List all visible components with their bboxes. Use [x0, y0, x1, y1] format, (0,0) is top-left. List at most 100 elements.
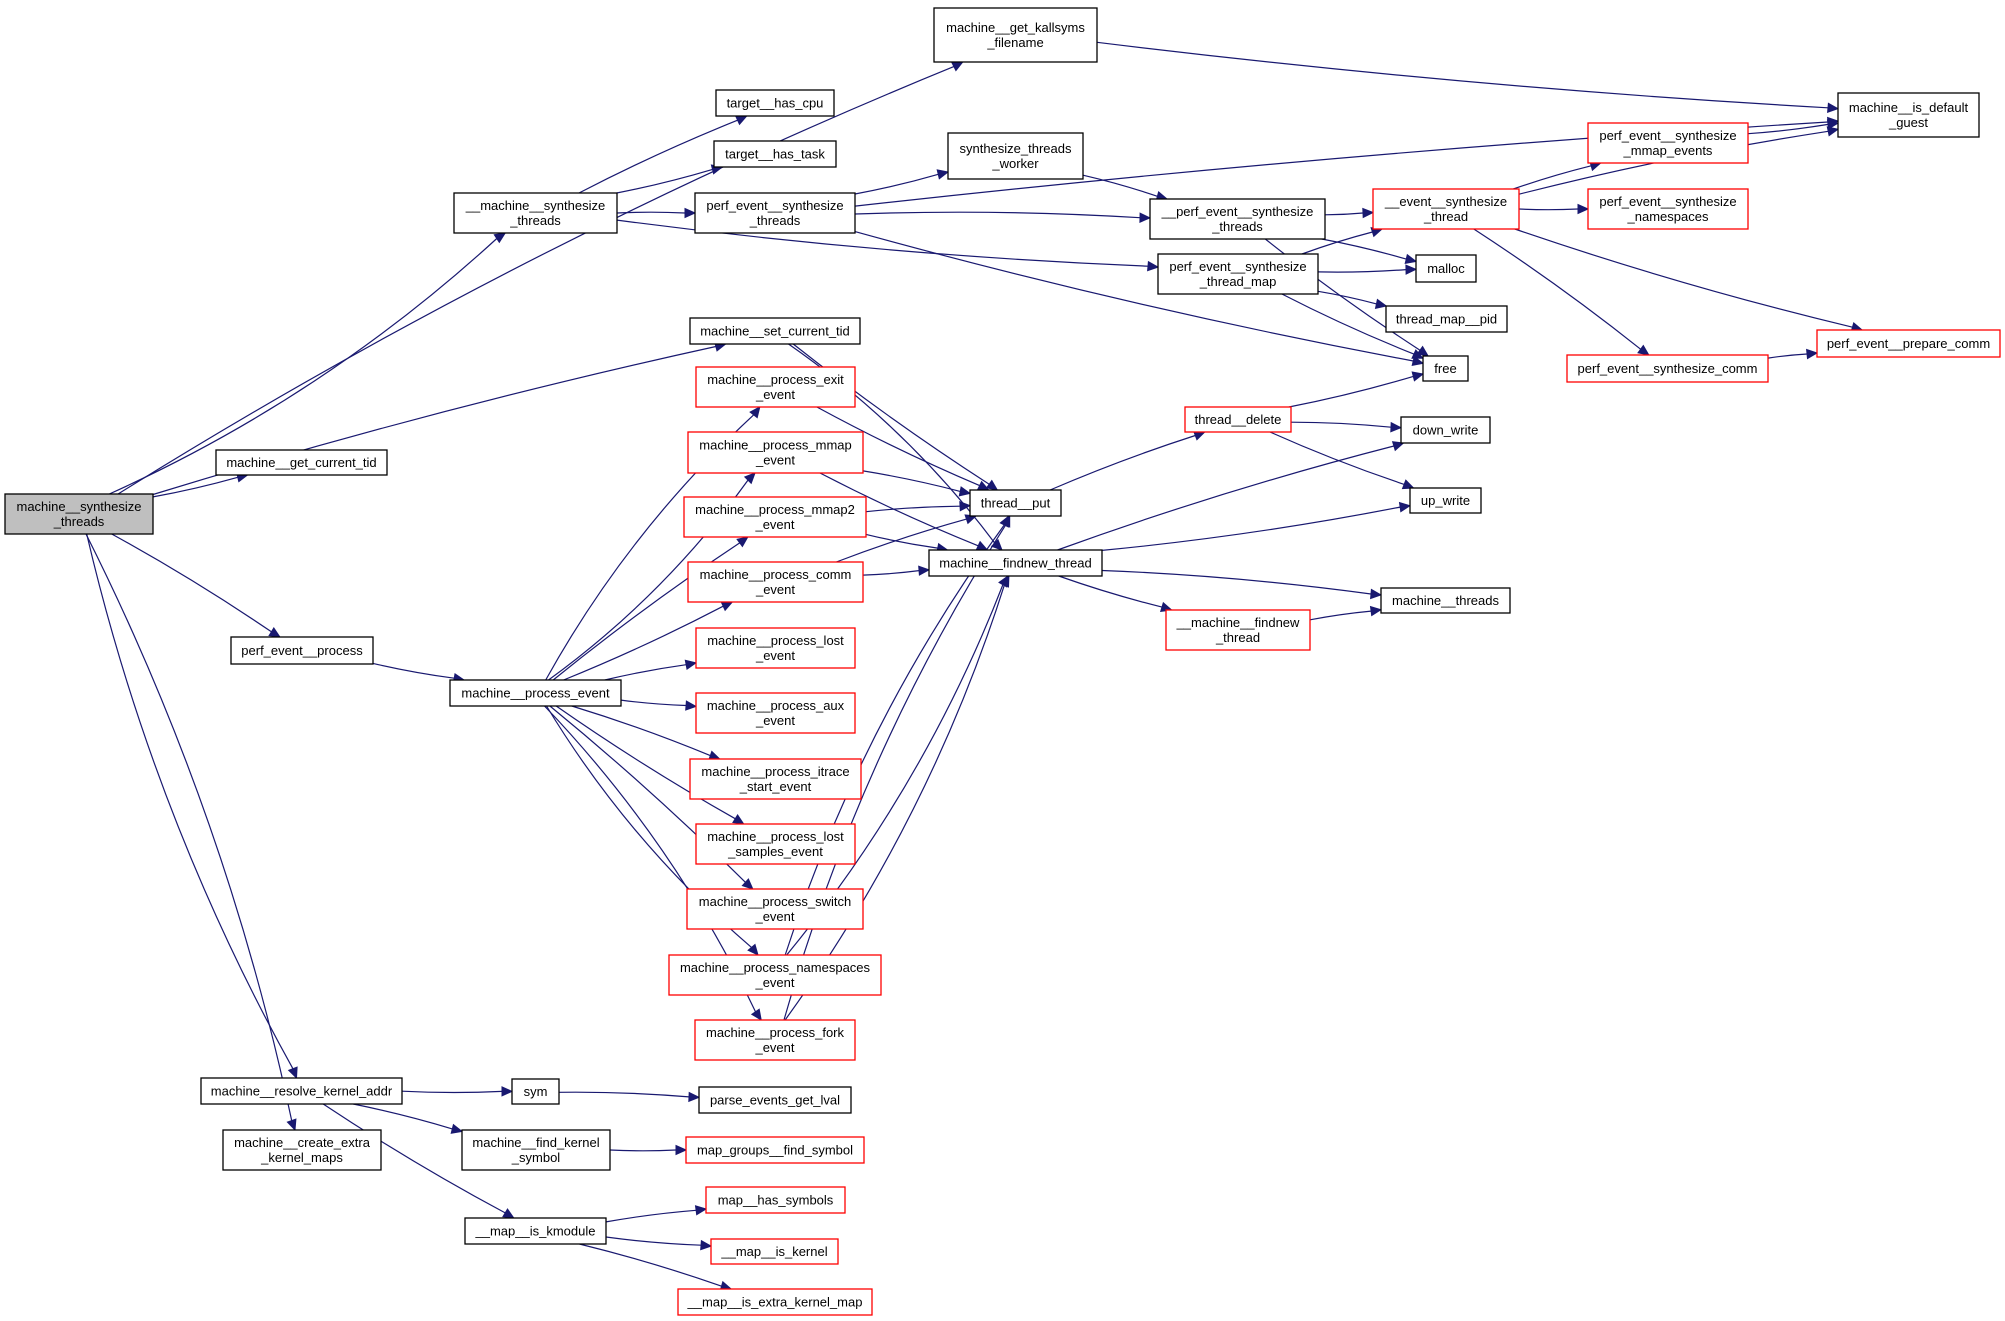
node-box[interactable] — [222, 1129, 382, 1171]
node-box[interactable] — [511, 1078, 560, 1105]
node-perf-event-synthesize-threads[interactable]: perf_event__synthesize_threads — [694, 192, 856, 234]
node-box[interactable] — [687, 561, 864, 603]
node-map-is-kmodule[interactable]: __map__is_kmodule — [464, 1217, 607, 1245]
node-thread-put[interactable]: thread__put — [969, 489, 1062, 517]
node-box[interactable] — [695, 627, 856, 669]
node-box[interactable] — [677, 1288, 873, 1316]
node-malloc[interactable]: malloc — [1415, 254, 1477, 283]
node-box[interactable] — [464, 1217, 607, 1245]
node-parse-events-get-lval[interactable]: parse_events_get_lval — [698, 1086, 852, 1114]
node-machine-is-default-guest[interactable]: machine__is_default_guest — [1837, 92, 1980, 138]
node-box[interactable] — [1380, 587, 1511, 614]
node-machine-find-kernel-symbol[interactable]: machine__find_kernel_symbol — [461, 1129, 611, 1171]
node-machine-resolve-kernel-addr[interactable]: machine__resolve_kernel_addr — [200, 1077, 403, 1105]
node-perf-event-prepare-comm[interactable]: perf_event__prepare_comm — [1816, 329, 2001, 358]
node-box[interactable] — [694, 192, 856, 234]
node-perf-event-synthesize-namespaces[interactable]: perf_event__synthesize_namespaces — [1587, 188, 1749, 230]
node-box[interactable] — [947, 132, 1084, 180]
node-box[interactable] — [230, 636, 374, 665]
node-perf-event-synthesize-threads[interactable]: __perf_event__synthesize_threads — [1149, 198, 1326, 240]
node-machine-process-event[interactable]: machine__process_event — [449, 679, 622, 707]
node-machine-process-comm-event[interactable]: machine__process_comm_event — [687, 561, 864, 603]
node-map-is-kernel[interactable]: __map__is_kernel — [710, 1238, 839, 1265]
node-machine-process-fork-event[interactable]: machine__process_fork_event — [694, 1019, 856, 1061]
node-target-has-task[interactable]: target__has_task — [713, 140, 837, 168]
node-machine-process-lost-event[interactable]: machine__process_lost_event — [695, 627, 856, 669]
node-box[interactable] — [1422, 355, 1469, 382]
node-box[interactable] — [1385, 305, 1508, 333]
node-box[interactable] — [1184, 406, 1292, 433]
node-map-is-extra-kernel-map[interactable]: __map__is_extra_kernel_map — [677, 1288, 873, 1316]
node-box[interactable] — [689, 317, 861, 345]
node-box[interactable] — [705, 1186, 846, 1214]
node-up-write[interactable]: up_write — [1409, 487, 1482, 514]
node-box[interactable] — [449, 679, 622, 707]
node-machine-process-namespaces-event[interactable]: machine__process_namespaces_event — [668, 954, 882, 996]
node-box[interactable] — [1409, 487, 1482, 514]
node-box[interactable] — [1816, 329, 2001, 358]
node-down-write[interactable]: down_write — [1400, 416, 1491, 444]
node-box[interactable] — [1400, 416, 1491, 444]
node-box[interactable] — [1372, 188, 1520, 230]
node-box[interactable] — [695, 692, 856, 734]
node-machine-process-switch-event[interactable]: machine__process_switch_event — [686, 888, 864, 930]
node-machine-process-exit-event[interactable]: machine__process_exit_event — [695, 366, 856, 408]
node-box[interactable] — [1165, 609, 1311, 651]
node-box[interactable] — [933, 7, 1098, 63]
node-box[interactable] — [1837, 92, 1980, 138]
node-machine-synthesize-threads[interactable]: __machine__synthesize_threads — [453, 192, 618, 234]
node-machine-get-kallsyms-filename[interactable]: machine__get_kallsyms_filename — [933, 7, 1098, 63]
node-box[interactable] — [1587, 188, 1749, 230]
node-machine-process-mmap2-event[interactable]: machine__process_mmap2_event — [683, 496, 867, 538]
node-free[interactable]: free — [1422, 355, 1469, 382]
node-machine-process-mmap-event[interactable]: machine__process_mmap_event — [687, 431, 864, 474]
node-box[interactable] — [686, 888, 864, 930]
node-machine-process-aux-event[interactable]: machine__process_aux_event — [695, 692, 856, 734]
node-machine-create-extra-kernel-maps[interactable]: machine__create_extra_kernel_maps — [222, 1129, 382, 1171]
node-box[interactable] — [695, 823, 856, 865]
node-box[interactable] — [461, 1129, 611, 1171]
node-box[interactable] — [687, 431, 864, 474]
node-thread-delete[interactable]: thread__delete — [1184, 406, 1292, 433]
node-box[interactable] — [928, 549, 1103, 577]
node-box[interactable] — [685, 1136, 865, 1164]
node-box[interactable] — [698, 1086, 852, 1114]
node-machine-findnew-thread[interactable]: machine__findnew_thread — [928, 549, 1103, 577]
node-box[interactable] — [695, 366, 856, 408]
node-machine-findnew-thread[interactable]: __machine__findnew_thread — [1165, 609, 1311, 651]
node-box[interactable] — [1587, 122, 1749, 164]
node-box[interactable] — [969, 489, 1062, 517]
node-perf-event-synthesize-mmap-events[interactable]: perf_event__synthesize_mmap_events — [1587, 122, 1749, 164]
node-event-synthesize-thread[interactable]: __event__synthesize_thread — [1372, 188, 1520, 230]
node-box[interactable] — [715, 89, 835, 117]
node-box[interactable] — [1566, 354, 1769, 383]
node-box[interactable] — [1149, 198, 1326, 240]
node-perf-event-process[interactable]: perf_event__process — [230, 636, 374, 665]
node-target-has-cpu[interactable]: target__has_cpu — [715, 89, 835, 117]
node-box[interactable] — [689, 758, 862, 800]
node-machine-synthesize-threads[interactable]: machine__synthesize_threads — [4, 493, 154, 535]
node-machine-threads[interactable]: machine__threads — [1380, 587, 1511, 614]
node-map-groups-find-symbol[interactable]: map_groups__find_symbol — [685, 1136, 865, 1164]
node-sym[interactable]: sym — [511, 1078, 560, 1105]
node-machine-process-itrace-start-event[interactable]: machine__process_itrace_start_event — [689, 758, 862, 800]
node-box[interactable] — [200, 1077, 403, 1105]
node-perf-event-synthesize-thread-map[interactable]: perf_event__synthesize_thread_map — [1157, 253, 1319, 295]
node-box[interactable] — [1415, 254, 1477, 283]
node-box[interactable] — [694, 1019, 856, 1061]
node-box[interactable] — [710, 1238, 839, 1265]
node-box[interactable] — [453, 192, 618, 234]
node-box[interactable] — [4, 493, 154, 535]
node-box[interactable] — [1157, 253, 1319, 295]
node-synthesize-threads-worker[interactable]: synthesize_threads_worker — [947, 132, 1084, 180]
node-box[interactable] — [215, 449, 388, 476]
node-box[interactable] — [713, 140, 837, 168]
node-machine-set-current-tid[interactable]: machine__set_current_tid — [689, 317, 861, 345]
node-machine-get-current-tid[interactable]: machine__get_current_tid — [215, 449, 388, 476]
node-machine-process-lost-samples-event[interactable]: machine__process_lost_samples_event — [695, 823, 856, 865]
node-thread-map-pid[interactable]: thread_map__pid — [1385, 305, 1508, 333]
node-map-has-symbols[interactable]: map__has_symbols — [705, 1186, 846, 1214]
node-perf-event-synthesize-comm[interactable]: perf_event__synthesize_comm — [1566, 354, 1769, 383]
node-box[interactable] — [668, 954, 882, 996]
node-box[interactable] — [683, 496, 867, 538]
